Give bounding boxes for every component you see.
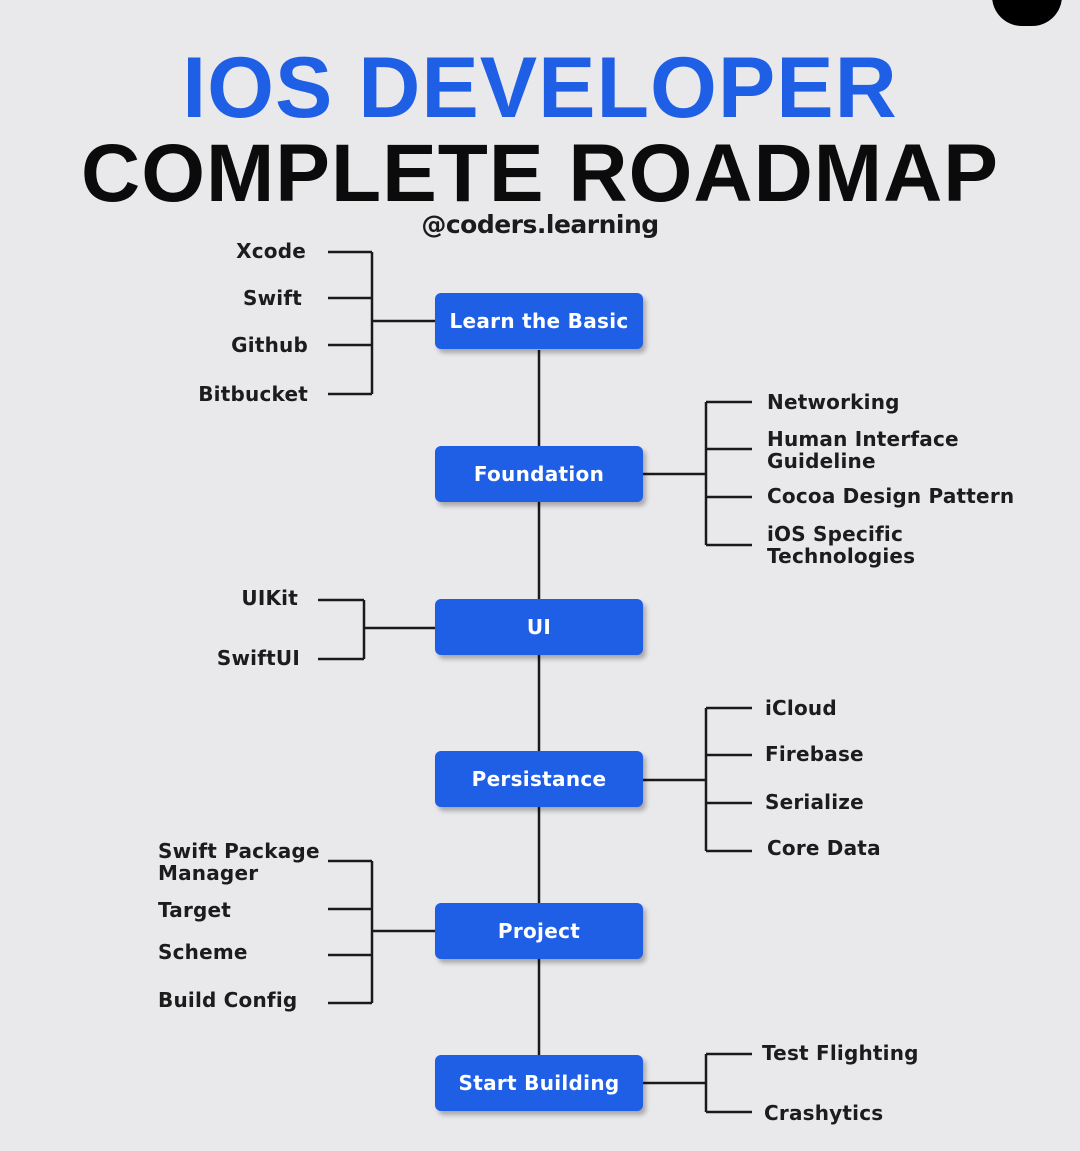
item-swiftui: SwiftUI (216, 646, 300, 670)
item-serialize: Serialize (765, 790, 864, 814)
item-test-flighting: Test Flighting (762, 1041, 919, 1065)
step-project: Project (435, 903, 643, 959)
title-line-1: IOS DEVELOPER (182, 40, 898, 136)
step-start-building: Start Building (435, 1055, 643, 1111)
item-scheme: Scheme (158, 940, 248, 964)
step-learn-basic: Learn the Basic (435, 293, 643, 349)
step-persistance: Persistance (435, 751, 643, 807)
item-crashytics: Crashytics (764, 1101, 884, 1125)
item-core-data: Core Data (767, 836, 881, 860)
item-cocoa-design-pattern: Cocoa Design Pattern (767, 484, 1015, 508)
item-build-config: Build Config (158, 988, 298, 1012)
item-github: Github (231, 333, 308, 357)
item-target: Target (158, 898, 232, 922)
title-line-2: COMPLETE ROADMAP (81, 128, 999, 219)
item-ios-specific-technologies: iOS Specific Technologies (767, 522, 916, 568)
item-swift: Swift (243, 286, 302, 310)
item-bitbucket: Bitbucket (198, 382, 308, 406)
item-networking: Networking (767, 390, 900, 414)
step-foundation: Foundation (435, 446, 643, 502)
step-ui: UI (435, 599, 643, 655)
item-xcode: Xcode (236, 239, 306, 263)
author-handle: @coders.learning (421, 210, 659, 239)
item-human-interface-guideline: Human Interface Guideline (767, 427, 959, 473)
item-uikit: UIKit (241, 586, 298, 610)
item-swift-package-manager: Swift Package Manager (158, 839, 320, 885)
item-icloud: iCloud (765, 696, 837, 720)
item-firebase: Firebase (765, 742, 864, 766)
